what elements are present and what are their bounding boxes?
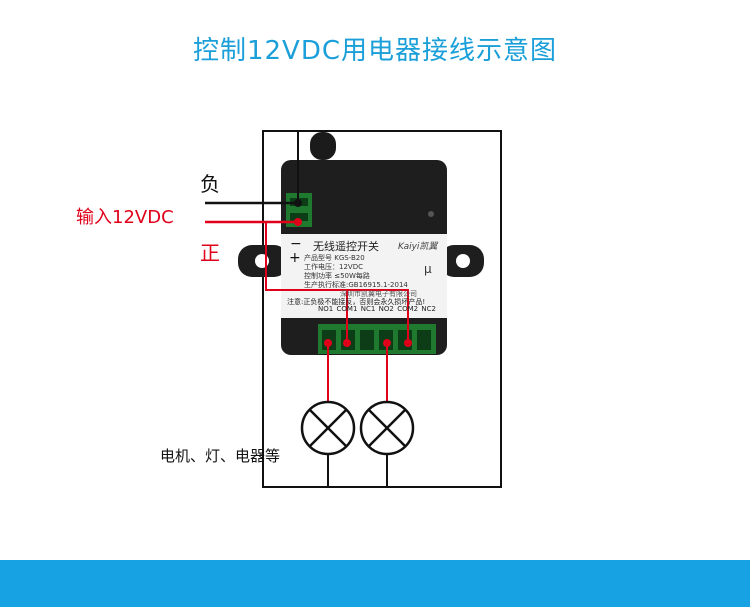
module-maker: 深圳市凯翼电子有限公司 [340,290,417,298]
positive-to-com1-wire [265,221,348,343]
module-standard: 生产执行标准:GB16915.1-2014 [304,281,408,289]
negative-label: 负 [200,172,220,196]
mount-hole-right [456,254,470,268]
outer-wire-loop [262,130,502,488]
minus-sign: − [290,236,302,252]
terminal-labels: NO1 COM1 NC1 NO2 COM2 NC2 [318,305,436,313]
plus-sign: + [289,250,301,266]
module-label [281,234,447,318]
power-terminal-slot-2 [290,213,308,221]
terminal-nc1: NC1 [360,305,376,313]
module-model: 产品型号 KGS-B20 [304,254,365,262]
module-name: 无线遥控开关 [313,240,379,253]
page-title: 控制12VDC用电器接线示意图 [192,36,558,66]
com2-wire-end [404,339,412,347]
terminal-com2: COM2 [397,305,419,313]
terminal-com1: COM1 [336,305,358,313]
status-led [428,211,434,217]
com1-wire-end [343,339,351,347]
module-warning: 注意:正负极不能接反，否则会永久损坏产品! [287,298,426,306]
no1-wire-end [324,339,332,347]
module-brand: Kaiyi凯翼 [398,242,438,252]
positive-label: 正 [200,241,220,265]
relay-mark: μ [424,262,432,276]
module-power: 控制功率 ≤50W每路 [304,272,370,280]
no2-wire-end [383,339,391,347]
terminal-no2: NO2 [378,305,394,313]
output-terminal-block [318,324,436,354]
module-voltage: 工作电压：12VDC [304,263,363,271]
terminal-no1: NO1 [318,305,334,313]
input-label: 输入12VDC [76,207,174,228]
antenna-coil [310,132,336,160]
terminal-nc2: NC2 [421,305,436,313]
positive-to-com2-wire [347,289,409,343]
lamp-1 [300,400,356,456]
loads-label: 电机、灯、电器等 [160,447,281,465]
bottom-bar [0,560,750,607]
lamp-2 [359,400,415,456]
